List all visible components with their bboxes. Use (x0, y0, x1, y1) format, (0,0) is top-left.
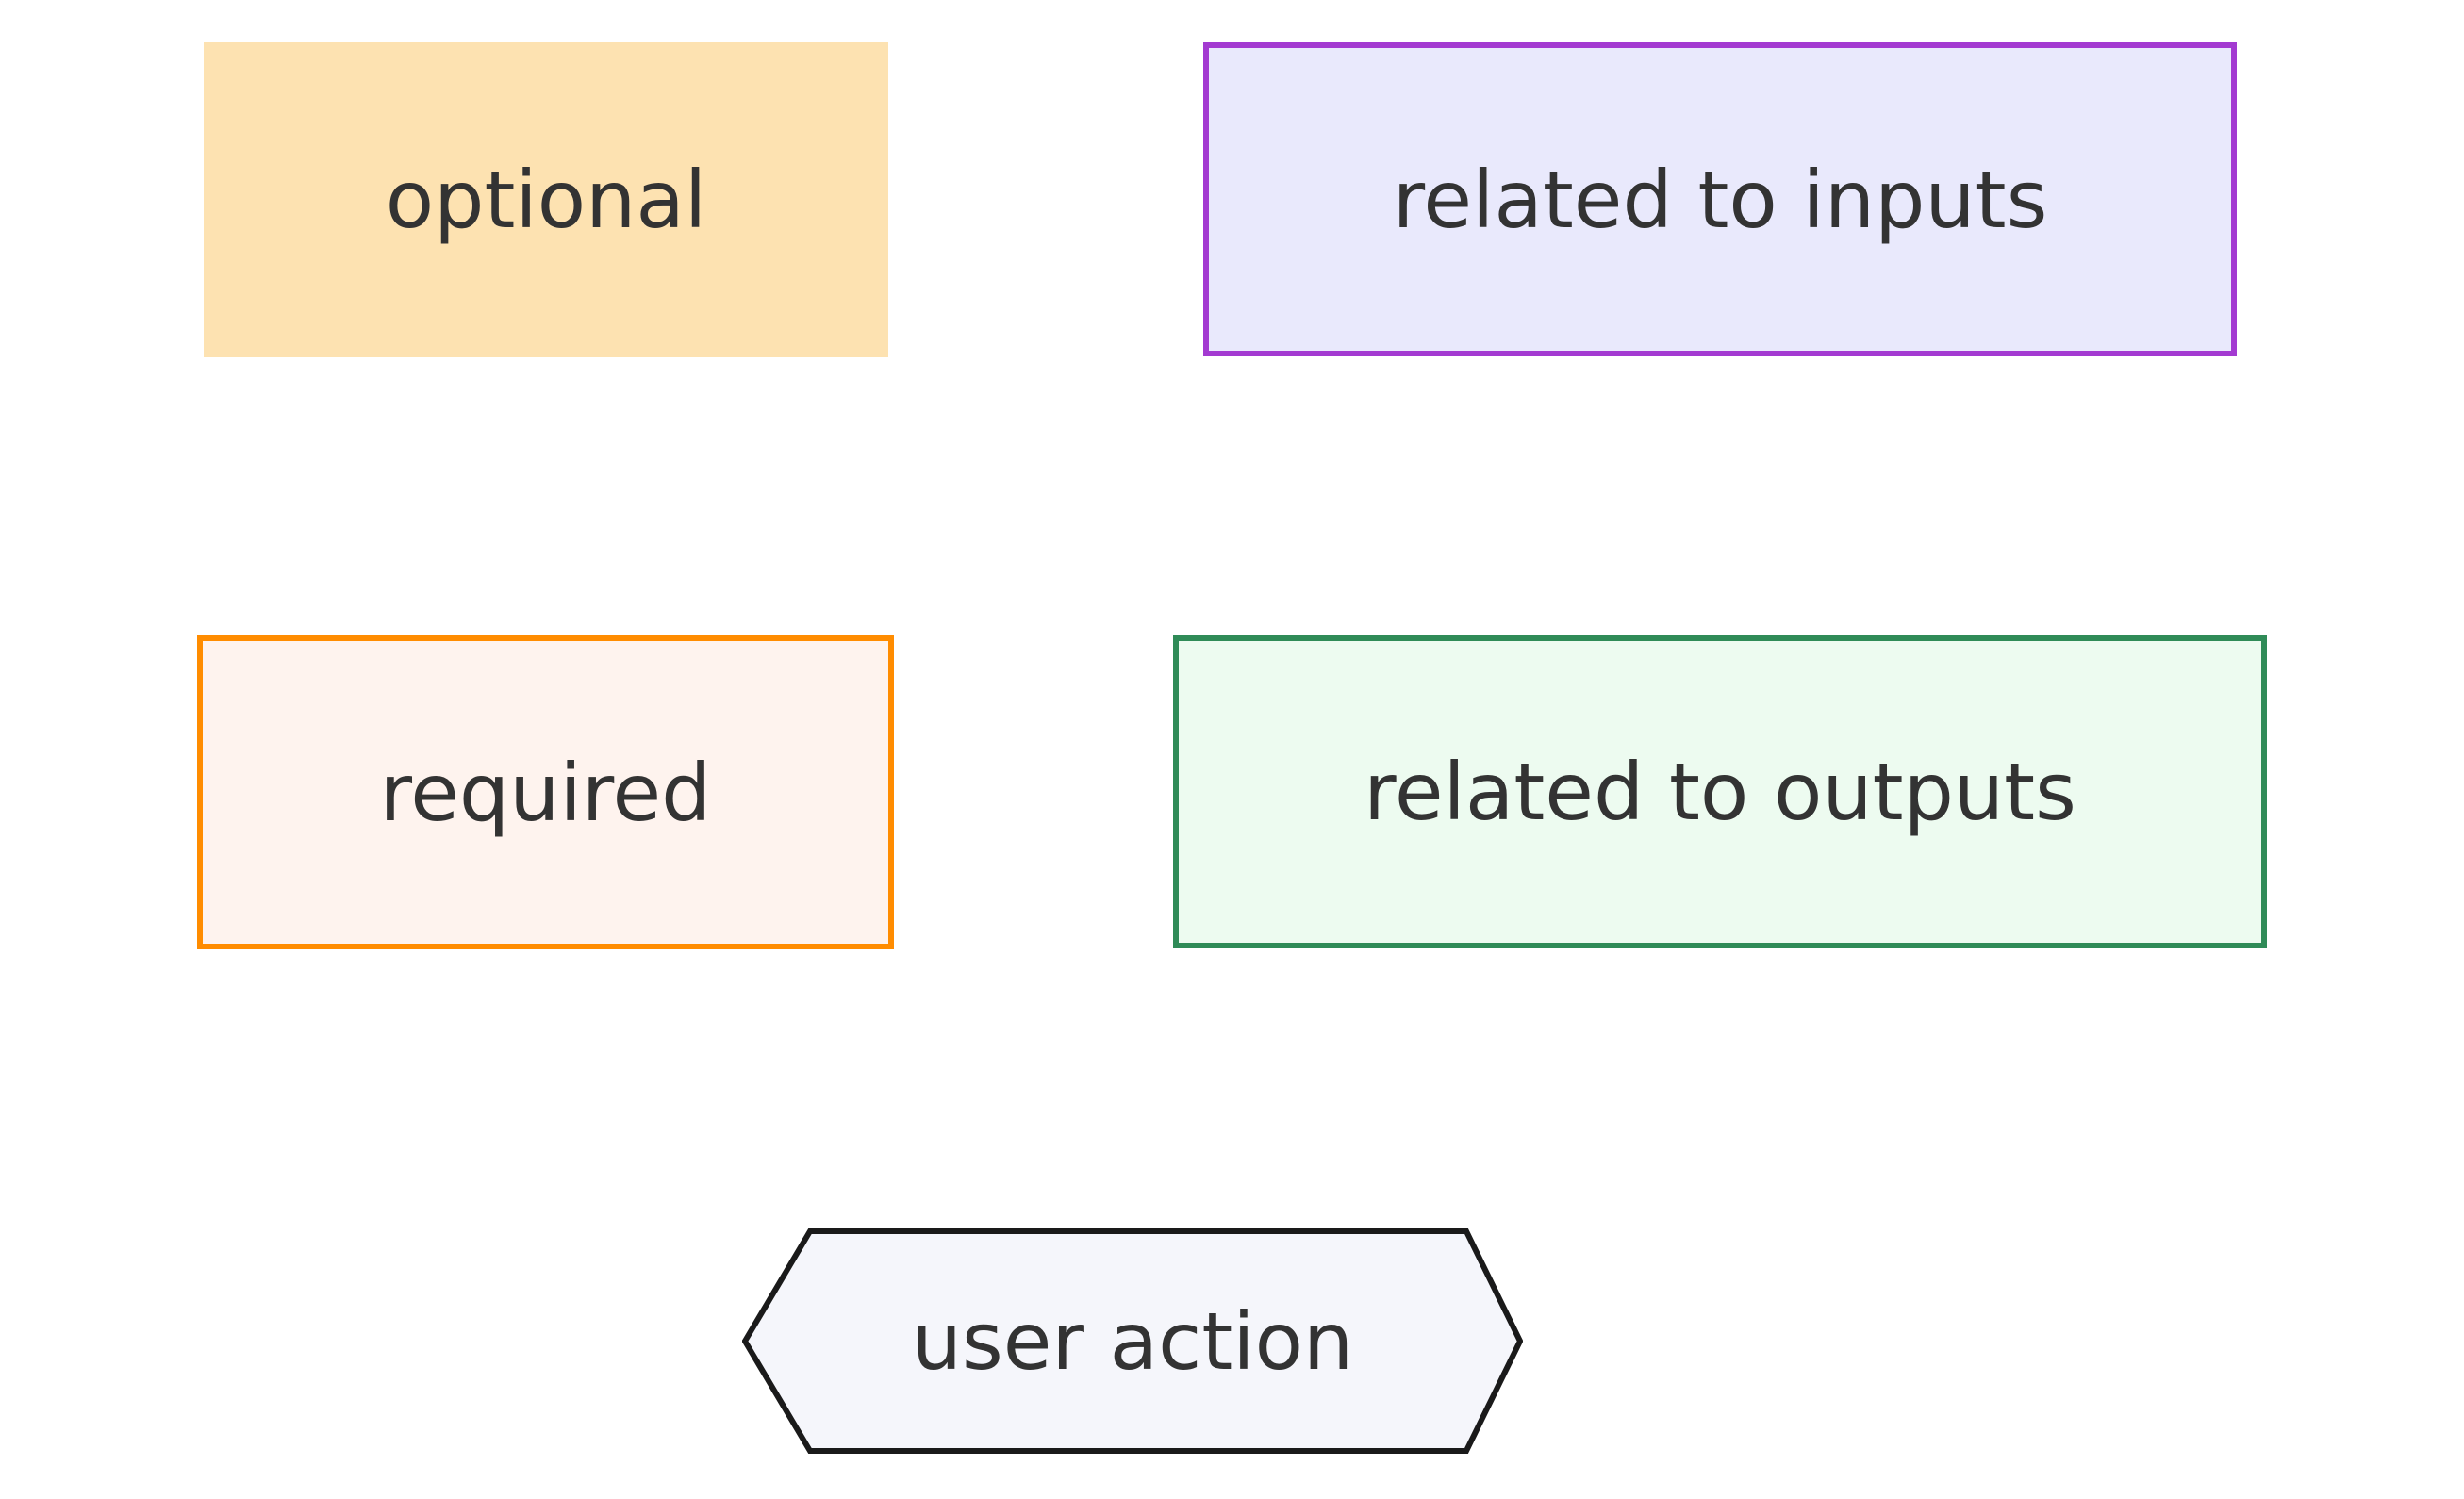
legend-label-user-action: user action (911, 1294, 1354, 1388)
legend-label-required: required (379, 746, 712, 839)
legend-node-related-to-outputs: related to outputs (1173, 635, 2267, 948)
legend-node-user-action: user action (742, 1228, 1523, 1454)
hexagon-polygon (742, 1228, 1523, 1454)
legend-node-required: required (197, 635, 894, 949)
legend-node-related-to-inputs: related to inputs (1203, 42, 2237, 356)
legend-label-optional: optional (385, 154, 707, 246)
legend-label-related-to-outputs: related to outputs (1364, 746, 2076, 838)
legend-node-optional: optional (204, 42, 888, 357)
legend-label-related-to-inputs: related to inputs (1392, 153, 2048, 246)
hexagon-shape (742, 1228, 1523, 1454)
